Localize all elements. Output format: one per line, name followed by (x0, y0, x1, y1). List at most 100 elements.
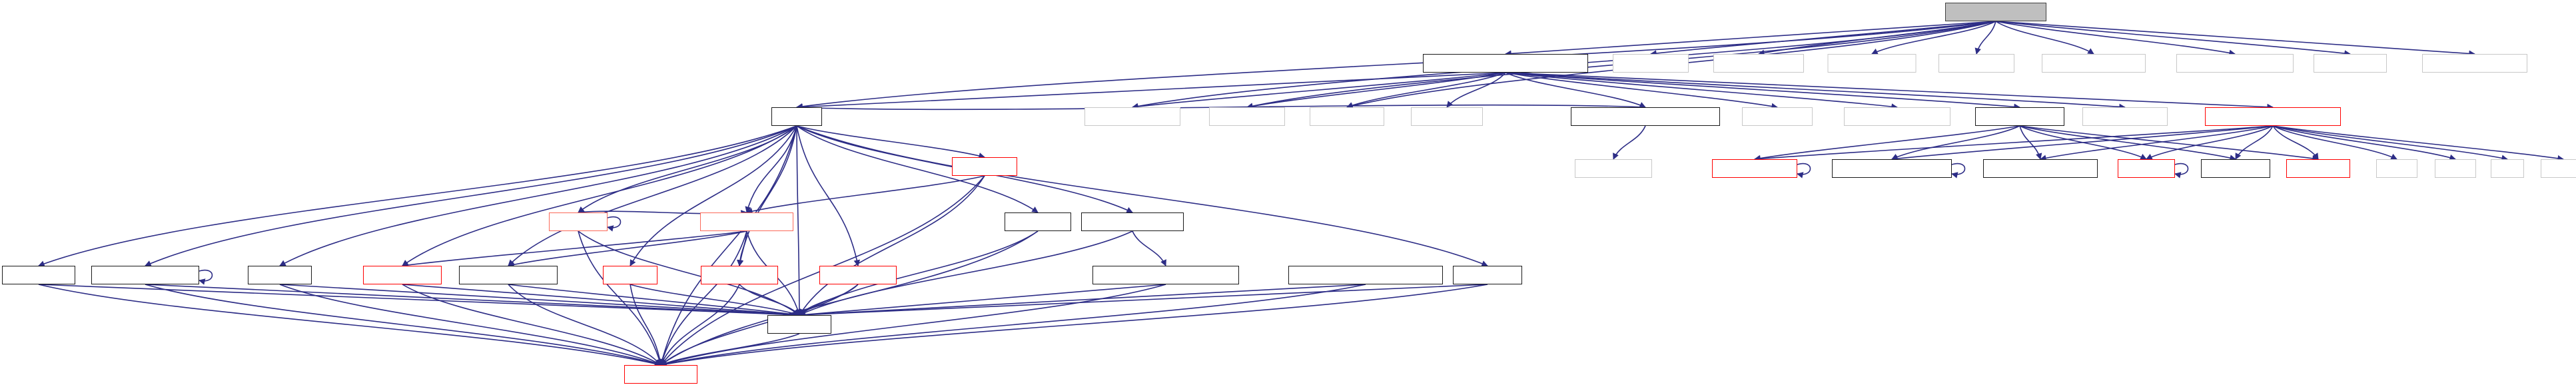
graph-node-this-node-h[interactable] (2, 266, 75, 284)
graph-edge (2019, 125, 2147, 160)
graph-edge (660, 333, 800, 366)
graph-node-ros-forwards-h[interactable] (624, 365, 697, 384)
graph-node-ros-service-h[interactable] (952, 157, 1017, 176)
graph-edge (796, 125, 803, 316)
graph-edge (1613, 125, 1646, 160)
graph-node-gazebo-h[interactable] (1938, 54, 2014, 73)
graph-node-world-hh[interactable] (2314, 54, 2387, 73)
graph-edge (1797, 163, 1811, 179)
graph-node-ros-macros-h[interactable] (2201, 159, 2270, 178)
graph-node-time-hh[interactable] (1742, 107, 1813, 126)
graph-node-ros-param-h[interactable] (248, 266, 312, 284)
graph-edge (402, 284, 800, 318)
graph-node-ros-init-h[interactable] (603, 266, 657, 284)
graph-node-ros-names-h[interactable] (1005, 212, 1071, 231)
graph-edge (2272, 125, 2397, 160)
graph-edge (2019, 125, 2042, 160)
graph-edge (1246, 72, 1506, 110)
graph-node-ros-time-h[interactable] (2118, 159, 2175, 178)
graph-edge (279, 284, 800, 318)
graph-node-boost-mutex-hpp[interactable] (1844, 107, 1950, 126)
graph-node-message-operations-h[interactable] (1983, 159, 2098, 178)
graph-edge (2272, 125, 2319, 160)
graph-edge (1871, 21, 1996, 55)
graph-edge (660, 230, 1039, 366)
graph-edge (2272, 125, 2508, 161)
graph-node-gazeboerror-hh[interactable] (2042, 54, 2146, 73)
graph-edge (508, 230, 747, 268)
graph-node-vector[interactable] (2435, 159, 2476, 178)
graph-edge (796, 125, 985, 159)
graph-node-ros-assert-h[interactable] (2286, 159, 2350, 178)
graph-node-controller-hh[interactable] (1084, 107, 1180, 126)
graph-edge (1132, 72, 1506, 110)
graph-node-ros-master-h[interactable] (1453, 266, 1522, 284)
graph-node-cb-queue-interface-h[interactable] (1092, 266, 1239, 284)
graph-edge (1891, 125, 2020, 160)
graph-node-string[interactable] (2376, 159, 2417, 178)
graph-node-publisher-h-2[interactable] (819, 266, 897, 284)
graph-edge (1505, 72, 2274, 111)
graph-edge (739, 284, 800, 316)
graph-node-publisher-h-1[interactable] (701, 266, 778, 284)
graph-edge (1891, 125, 2274, 162)
graph-node-ros-subscriber-h[interactable] (363, 266, 442, 284)
graph-node-gazebo-ros-imu-h[interactable] (1423, 54, 1588, 73)
graph-edge (660, 284, 740, 366)
graph-node-body-hh[interactable] (1411, 107, 1483, 126)
graph-edge (659, 230, 747, 366)
graph-node-std-srvs-empty-h[interactable] (2082, 107, 2168, 126)
graph-edge (1754, 125, 2020, 162)
graph-edge (1758, 21, 1996, 57)
graph-edge (1132, 230, 1166, 266)
graph-edge (737, 125, 797, 266)
graph-edge (630, 284, 663, 366)
graph-edge (145, 284, 661, 367)
graph-node-controllerfactory-hh[interactable] (2176, 54, 2294, 73)
graph-node-model-hh[interactable] (1310, 107, 1384, 126)
graph-node-global-hh[interactable] (1613, 54, 1689, 73)
graph-edge (607, 216, 622, 232)
graph-edge (1995, 21, 2475, 57)
graph-node-physicsengine-hh[interactable] (2422, 54, 2527, 73)
graph-edge (1995, 21, 2351, 57)
graph-edge (508, 284, 800, 318)
graph-node-entity-hh[interactable] (1209, 107, 1285, 126)
graph-node-ostream[interactable] (2541, 159, 2576, 178)
graph-node-single-sub-pub-h[interactable] (1288, 266, 1443, 284)
graph-node-service-server-h[interactable] (459, 266, 558, 284)
graph-edge (630, 125, 797, 266)
graph-node-setbias-h[interactable] (2205, 107, 2341, 126)
graph-edge (2174, 163, 2189, 179)
graph-edge (1505, 72, 1898, 110)
graph-node-common-h[interactable] (767, 315, 831, 334)
graph-node-advertise-options-h[interactable] (91, 266, 199, 284)
graph-node-serialization-h[interactable] (1712, 159, 1797, 178)
graph-node-param-hh[interactable] (1575, 159, 1652, 178)
graph-node-xmlconfig-hh[interactable] (1713, 54, 1804, 73)
graph-edge (38, 284, 800, 318)
graph-node-simulator-hh[interactable] (1827, 54, 1917, 73)
graph-node-callback-queue-h[interactable] (1081, 212, 1184, 231)
graph-node-node-handle-h[interactable] (700, 212, 793, 231)
graph-edge (1505, 72, 1646, 108)
graph-edge (799, 284, 1366, 318)
graph-edge (796, 21, 1996, 110)
graph-edge (38, 125, 797, 267)
graph-node-builtin-msg-traits-h[interactable] (1832, 159, 1952, 178)
graph-node-ros-topic-h[interactable] (549, 212, 608, 231)
graph-edge (737, 230, 747, 266)
graph-edge (199, 269, 213, 285)
graph-edge (2019, 125, 2319, 162)
graph-node-ros-ros-h[interactable] (771, 107, 822, 126)
graph-edge (1346, 72, 1506, 109)
graph-edge (145, 125, 797, 266)
graph-node-map[interactable] (2491, 159, 2524, 178)
graph-edge (799, 175, 985, 316)
graph-edge (799, 284, 1488, 318)
graph-node-sensor-msgs-imu-h[interactable] (1975, 107, 2064, 126)
graph-edge (1974, 21, 1996, 55)
graph-edge (508, 284, 661, 366)
graph-node-sensor-model-h[interactable] (1571, 107, 1720, 126)
graph-edge (145, 284, 800, 318)
